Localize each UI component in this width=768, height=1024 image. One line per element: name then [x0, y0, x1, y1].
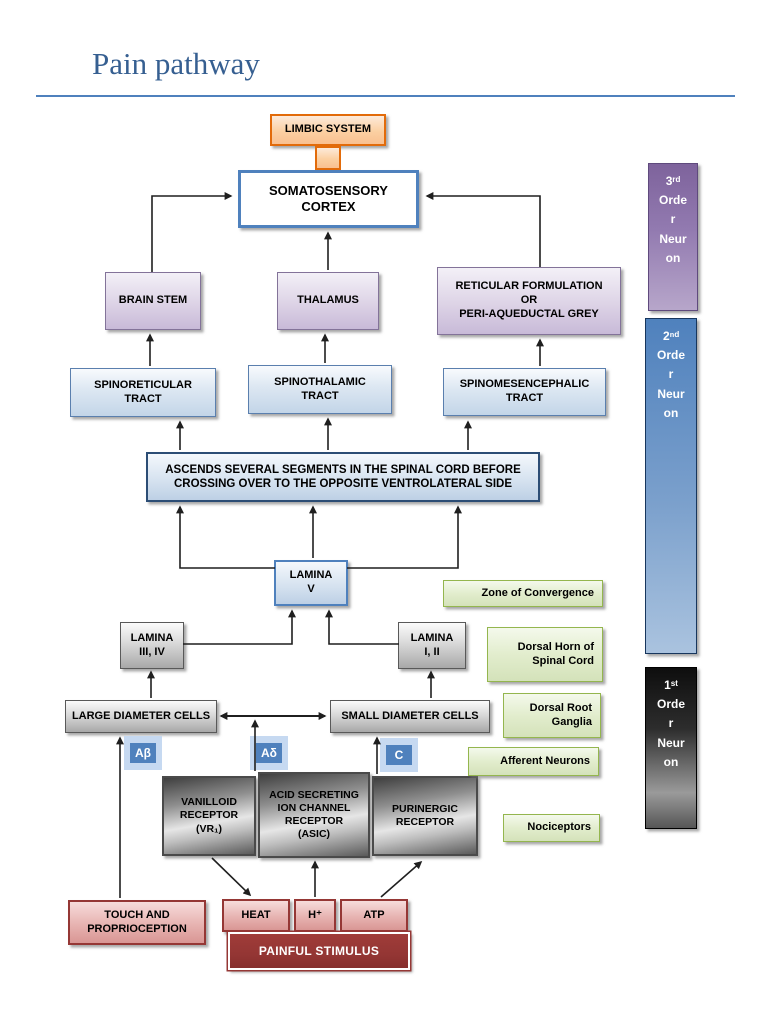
spinomesencephalic-tract-box: SPINOMESENCEPHALIC TRACT	[443, 368, 606, 416]
a-delta-fiber-label: Aδ	[256, 743, 282, 763]
asic-receptor-box: ACID SECRETING ION CHANNEL RECEPTOR (ASI…	[258, 772, 370, 858]
vanilloid-receptor-box: VANILLOID RECEPTOR (VR₁)	[162, 776, 256, 856]
heat-box: HEAT	[222, 899, 290, 932]
dorsal-horn-label: Dorsal Horn of Spinal Cord	[487, 627, 603, 682]
brain-stem-box: BRAIN STEM	[105, 272, 201, 330]
spinoreticular-tract-box: SPINORETICULAR TRACT	[70, 368, 216, 417]
c-fiber-label: C	[386, 745, 412, 765]
a-delta-fiber-badge: Aδ	[250, 736, 288, 770]
page-title: Pain pathway	[92, 46, 260, 81]
first-order-neuron-bar: 1ˢᵗ Orde r Neur on	[645, 667, 697, 829]
large-diameter-cells-box: LARGE DIAMETER CELLS	[65, 700, 217, 733]
somatosensory-cortex-box: SOMATOSENSORY CORTEX	[238, 170, 419, 228]
second-order-neuron-bar: 2ⁿᵈ Orde r Neur on	[645, 318, 697, 654]
c-fiber-badge: C	[380, 738, 418, 772]
afferent-neurons-label: Afferent Neurons	[468, 747, 599, 776]
thalamus-box: THALAMUS	[277, 272, 379, 330]
a-beta-fiber-badge: Aβ	[124, 736, 162, 770]
limbic-cortex-connector	[315, 146, 341, 170]
painful-stimulus-box: PAINFUL STIMULUS	[228, 932, 410, 970]
spinothalamic-tract-box: SPINOTHALAMIC TRACT	[248, 365, 392, 414]
title-underline	[36, 95, 735, 97]
lamina-i-ii-box: LAMINA I, II	[398, 622, 466, 669]
a-beta-fiber-label: Aβ	[130, 743, 156, 763]
third-order-neuron-bar: 3ʳᵈ Orde r Neur on	[648, 163, 698, 311]
dorsal-root-ganglia-label: Dorsal Root Ganglia	[503, 693, 601, 738]
nociceptors-label: Nociceptors	[503, 814, 600, 842]
zone-of-convergence-label: Zone of Convergence	[443, 580, 603, 607]
atp-box: ATP	[340, 899, 408, 932]
lamina-iii-iv-box: LAMINA III, IV	[120, 622, 184, 669]
reticular-formulation-box: RETICULAR FORMULATION OR PERI-AQUEDUCTAL…	[437, 267, 621, 335]
limbic-system-box: LIMBIC SYSTEM	[270, 114, 386, 146]
small-diameter-cells-box: SMALL DIAMETER CELLS	[330, 700, 490, 733]
ascends-spinal-cord-box: ASCENDS SEVERAL SEGMENTS IN THE SPINAL C…	[146, 452, 540, 502]
purinergic-receptor-box: PURINERGIC RECEPTOR	[372, 776, 478, 856]
touch-proprioception-box: TOUCH AND PROPRIOCEPTION	[68, 900, 206, 945]
lamina-v-box: LAMINA V	[274, 560, 348, 606]
h-plus-box: H⁺	[294, 899, 336, 932]
